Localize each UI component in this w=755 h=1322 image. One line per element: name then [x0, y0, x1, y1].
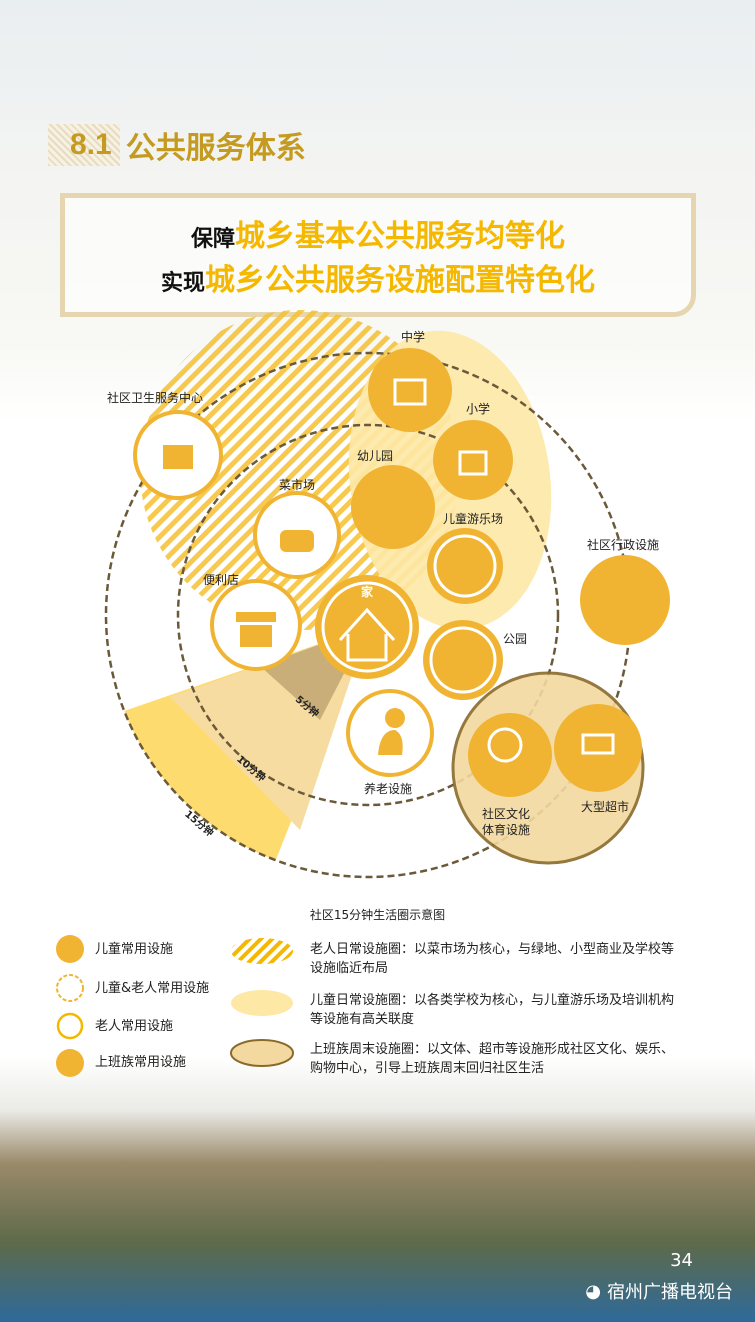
label-kindergarten: 幼儿园	[356, 449, 394, 463]
legend-worker: 上班族常用设施	[95, 1055, 187, 1070]
children-zone-symbol	[231, 990, 293, 1016]
life-circle-diagram	[104, 310, 670, 879]
legend-text: 儿童日常设施圈：以各类学校为核心，与儿童游乐场及培训机构	[310, 993, 675, 1008]
label-clinic: 社区卫生服务中心	[106, 391, 204, 405]
legend-zone-symbols	[230, 938, 294, 1067]
label-store: 便利店	[202, 573, 240, 587]
label-admin: 社区行政设施	[586, 538, 660, 552]
label-market: 菜市场	[278, 478, 316, 492]
playground-icon	[427, 528, 503, 604]
label-culture-2: 体育设施	[481, 823, 531, 837]
label-playground: 儿童游乐场	[442, 512, 504, 526]
label-middle-school: 中学	[400, 330, 426, 344]
legend-text: 购物中心，引导上班族周末回归社区生活	[310, 1061, 545, 1076]
culture-icon	[468, 713, 552, 797]
legend-child-elderly: 儿童&老人常用设施	[95, 981, 210, 996]
legend-text: 等设施有高关联度	[310, 1012, 415, 1027]
child-facility-symbol	[56, 935, 84, 963]
section-number: 8.1	[48, 124, 120, 166]
weekend-zone-symbol	[230, 1039, 294, 1067]
legend-icon-symbols	[56, 935, 84, 1077]
diagram-caption: 社区15分钟生活圈示意图	[309, 908, 446, 922]
watermark: ◕ 宿州广播电视台	[585, 1278, 733, 1304]
child-facility-badges	[315, 348, 670, 797]
legend-zone-children: 儿童日常设施圈：以各类学校为核心，与儿童游乐场及培训机构等设施有高关联度	[310, 991, 674, 1029]
slogan-prefix: 保障	[190, 227, 235, 252]
home-icon	[315, 575, 419, 679]
worker-symbol	[56, 1049, 84, 1077]
child-elderly-symbol	[56, 974, 84, 1002]
section-name: 公共服务体系	[125, 131, 306, 166]
primary-school-icon	[433, 420, 513, 500]
middle-school-icon	[368, 348, 452, 432]
section-title: 8.1 公共服务体系	[48, 120, 306, 170]
legend-text: 老人日常设施圈：以菜市场为核心，与绿地、小型商业及学校等	[310, 942, 675, 957]
legend-zone-weekend: 上班族周末设施圈：以文体、超市等设施形成社区文化、娱乐、购物中心，引导上班族周末…	[310, 1040, 674, 1078]
legend-child: 儿童常用设施	[95, 942, 174, 957]
slogan-line-2: 实现城乡公共服务设施配置特色化	[161, 255, 595, 299]
slogan-line-1: 保障城乡基本公共服务均等化	[191, 211, 565, 255]
label-elderly: 养老设施	[363, 782, 413, 796]
legend-elderly: 老人常用设施	[95, 1019, 174, 1034]
slogan-highlight: 城乡公共服务设施配置特色化	[205, 263, 595, 298]
label-primary-school: 小学	[465, 402, 491, 416]
watermark-text: 宿州广播电视台	[607, 1282, 733, 1303]
kindergarten-icon	[351, 465, 435, 549]
label-home: 家	[360, 585, 374, 599]
page-number: 34	[670, 1250, 693, 1271]
admin-icon	[580, 555, 670, 645]
ring-10	[176, 423, 560, 807]
supermarket-icon	[554, 704, 642, 792]
slogan-highlight: 城乡基本公共服务均等化	[235, 219, 565, 254]
park-icon	[423, 620, 503, 700]
legend-zone-elderly: 老人日常设施圈：以菜市场为核心，与绿地、小型商业及学校等设施临近布局	[310, 940, 674, 978]
slogan-prefix: 实现	[160, 271, 205, 296]
label-park: 公园	[502, 632, 528, 646]
elderly-symbol	[56, 1012, 84, 1040]
label-supermarket: 大型超市	[580, 800, 630, 814]
label-culture-1: 社区文化	[481, 807, 531, 821]
elderly-zone-symbol	[231, 938, 293, 964]
legend-text: 设施临近布局	[310, 961, 389, 976]
slogan-banner: 保障城乡基本公共服务均等化 实现城乡公共服务设施配置特色化	[60, 193, 696, 317]
wechat-icon: ◕	[585, 1280, 601, 1302]
legend-text: 上班族周末设施圈：以文体、超市等设施形成社区文化、娱乐、	[310, 1042, 675, 1057]
